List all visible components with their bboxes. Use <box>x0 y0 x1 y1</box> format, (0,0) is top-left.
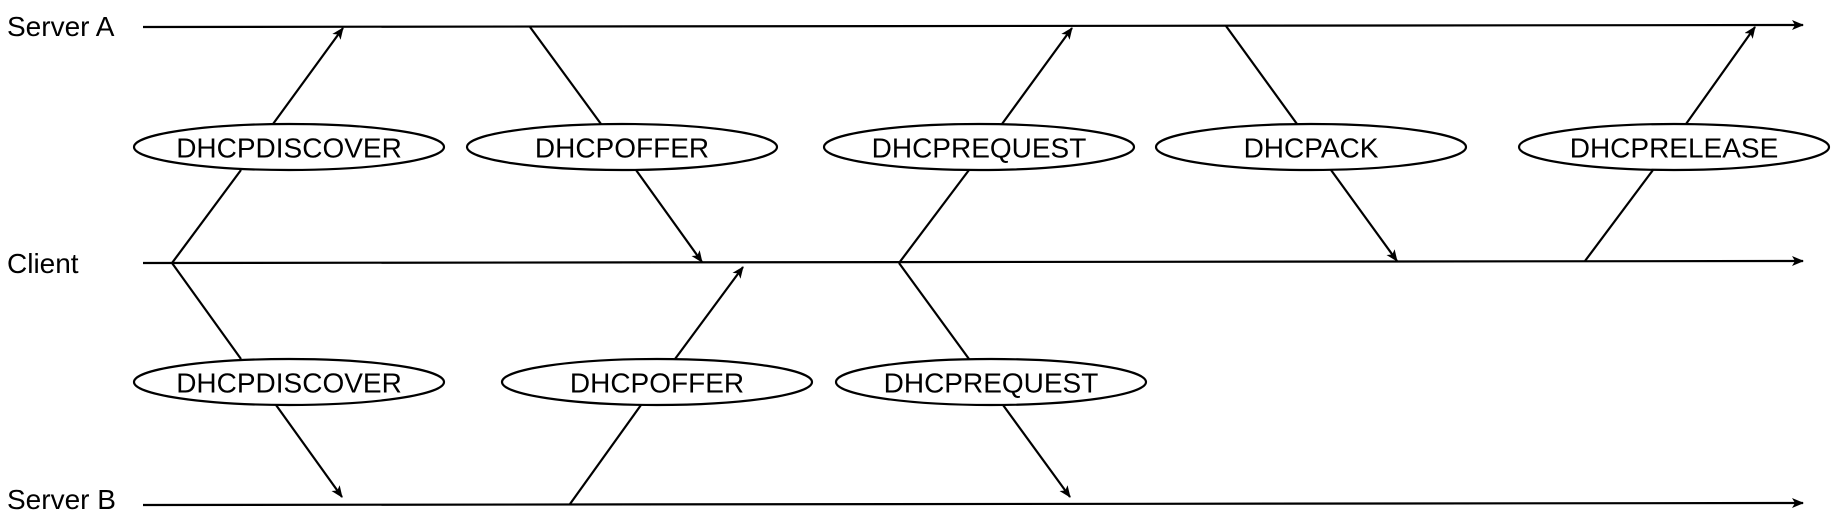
upper-dhcprelease-message: DHCPRELEASE <box>1517 26 1831 262</box>
upper-dhcprelease-ellipse <box>1517 122 1831 172</box>
lower-dhcprequest-label: DHCPREQUEST <box>884 368 1099 399</box>
upper-dhcpack-message: DHCPACK <box>1154 25 1468 262</box>
upper-dhcpdiscover-message: DHCPDISCOVER <box>132 27 446 264</box>
upper-dhcpoffer-message: DHCPOFFER <box>465 26 779 263</box>
upper-dhcpoffer-segment-upper <box>529 26 602 125</box>
upper-dhcpoffer-arrow <box>635 169 703 263</box>
upper-dhcprequest-ellipse <box>822 122 1136 172</box>
lower-dhcpoffer-message: DHCPOFFER <box>500 266 814 505</box>
lower-dhcprequest-ellipse <box>834 357 1148 407</box>
lower-dhcpoffer-arrow <box>674 266 744 360</box>
upper-dhcpdiscover-ellipse <box>132 122 446 172</box>
lower-dhcpoffer-label: DHCPOFFER <box>570 368 744 399</box>
upper-dhcpdiscover-segment-lower <box>171 169 242 264</box>
upper-dhcprequest-arrow <box>1001 27 1073 125</box>
lower-dhcpdiscover-label: DHCPDISCOVER <box>176 368 402 399</box>
upper-dhcprequest-segment-lower <box>898 169 970 264</box>
upper-dhcprequest-label: DHCPREQUEST <box>872 133 1087 164</box>
upper-dhcpack-label: DHCPACK <box>1244 133 1379 164</box>
upper-dhcpack-segment-upper <box>1225 25 1298 125</box>
lower-dhcpdiscover-segment-upper <box>171 262 242 360</box>
lower-dhcprequest-message: DHCPREQUEST <box>834 262 1148 498</box>
server-b-timeline <box>142 498 1804 509</box>
upper-dhcpack-arrow <box>1330 169 1398 262</box>
upper-dhcprelease-arrow <box>1685 26 1756 125</box>
upper-dhcpoffer-ellipse <box>465 122 779 172</box>
server-a-label: Server A <box>7 11 115 42</box>
client-label: Client <box>7 248 79 279</box>
upper-dhcprelease-label: DHCPRELEASE <box>1570 133 1779 164</box>
lower-dhcpdiscover-ellipse <box>132 357 446 407</box>
server-b-label: Server B <box>7 484 116 515</box>
client-timeline <box>142 256 1804 267</box>
lower-dhcprequest-arrow <box>1002 404 1071 498</box>
lower-dhcpdiscover-message: DHCPDISCOVER <box>132 262 446 498</box>
upper-dhcpdiscover-label: DHCPDISCOVER <box>176 133 402 164</box>
lower-dhcpoffer-segment-lower <box>569 404 642 505</box>
upper-dhcprequest-message: DHCPREQUEST <box>822 27 1136 264</box>
lower-dhcprequest-segment-upper <box>898 262 970 360</box>
lower-dhcpdiscover-arrow <box>275 404 343 498</box>
server-a-timeline <box>142 20 1804 31</box>
upper-dhcprelease-segment-lower <box>1584 169 1654 262</box>
lower-dhcpoffer-ellipse <box>500 357 814 407</box>
upper-dhcpoffer-label: DHCPOFFER <box>535 133 709 164</box>
upper-dhcpdiscover-arrow <box>272 27 344 125</box>
upper-dhcpack-ellipse <box>1154 122 1468 172</box>
